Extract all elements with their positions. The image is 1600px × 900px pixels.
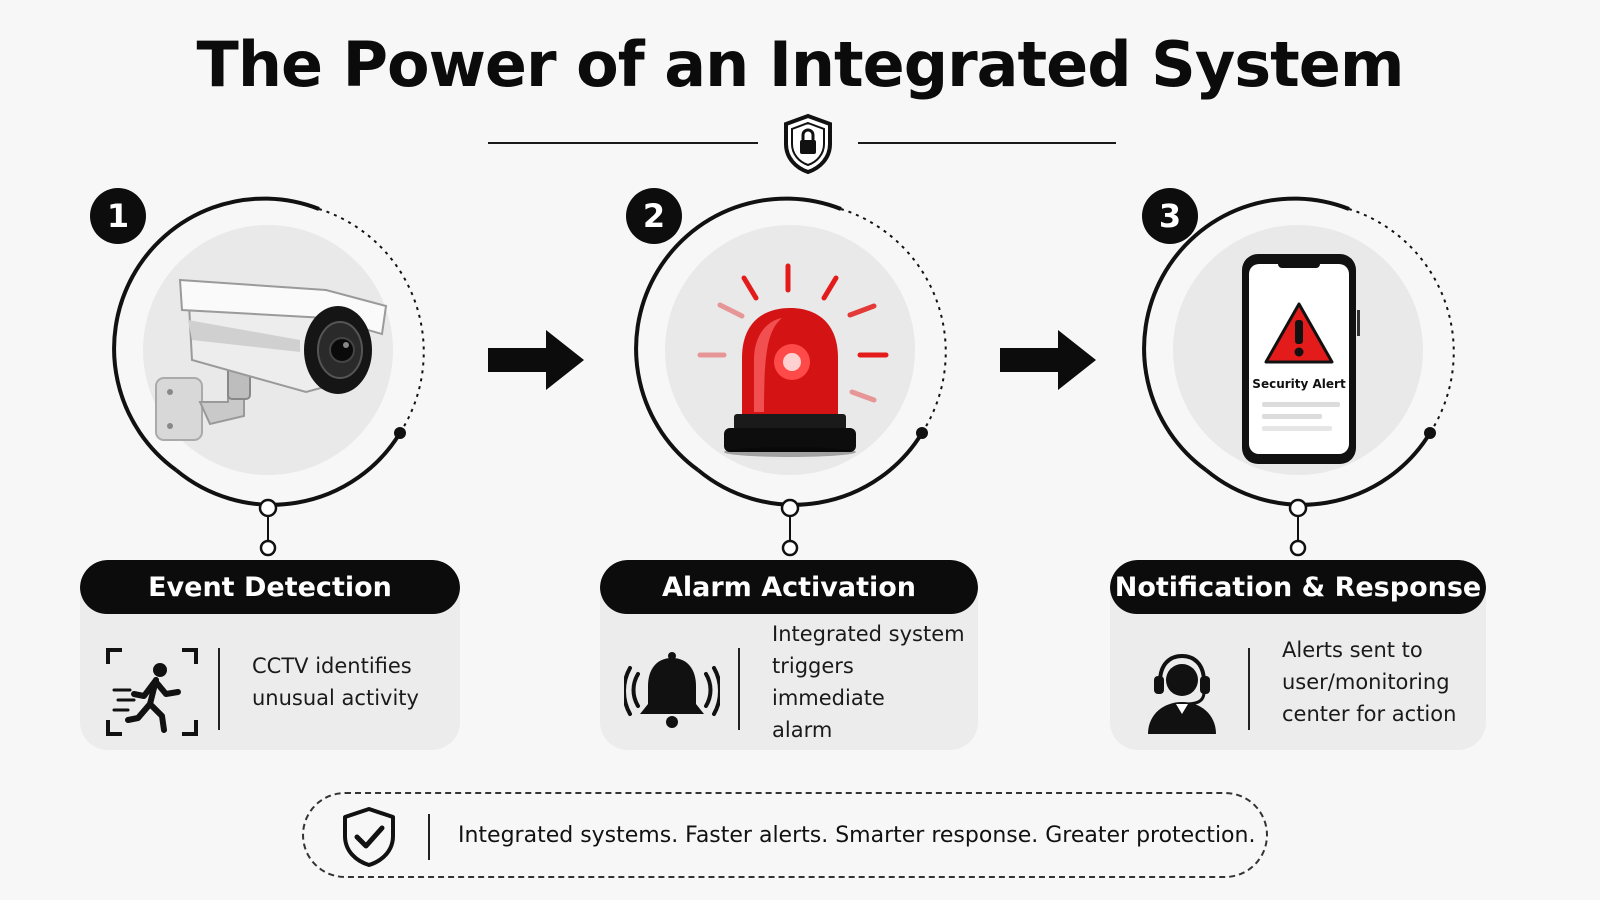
- shield-lock-icon: [784, 113, 832, 175]
- step-card-notification-response: Notification & Response Alerts sent to u…: [1110, 560, 1486, 750]
- step-2-diagram: [634, 196, 947, 557]
- card-divider: [738, 648, 740, 730]
- step-3-diagram: Security Alert: [1142, 196, 1455, 557]
- step-2-number-badge: 2: [626, 188, 682, 244]
- smartphone-alert-illustration: Security Alert: [1242, 254, 1360, 464]
- title-divider-left: [488, 142, 758, 144]
- ringing-bell-icon: [624, 652, 720, 728]
- card-divider: [218, 648, 220, 730]
- motion-detection-icon: [106, 648, 198, 736]
- page-title: The Power of an Integrated System: [196, 28, 1405, 101]
- footer-tagline: Integrated systems. Faster alerts. Smart…: [458, 822, 1256, 848]
- arrow-right-icon: [488, 330, 584, 390]
- step-2-heading: Alarm Activation: [600, 560, 978, 614]
- support-agent-icon: [1148, 653, 1216, 734]
- arrow-right-icon: [1000, 330, 1096, 390]
- step-card-alarm-activation: Alarm Activation Integrated system trigg…: [600, 560, 978, 750]
- step-3-number-badge: 3: [1142, 188, 1198, 244]
- footer-divider: [428, 814, 430, 860]
- step-card-event-detection: Event Detection CCTV identifies unusual …: [80, 560, 460, 750]
- phone-alert-label: Security Alert: [1252, 377, 1346, 391]
- step-3-description: Alerts sent to user/monitoring center fo…: [1282, 638, 1457, 726]
- card-divider: [1248, 648, 1250, 730]
- step-3-heading: Notification & Response: [1110, 560, 1486, 614]
- step-1-heading: Event Detection: [80, 560, 460, 614]
- shield-check-icon: [343, 807, 395, 867]
- step-1-diagram: [112, 196, 425, 557]
- cctv-camera-illustration: [155, 278, 388, 441]
- step-1-description: CCTV identifies unusual activity: [252, 654, 419, 710]
- step-2-description: Integrated system triggers immediate ala…: [772, 622, 965, 742]
- step-1-number-badge: 1: [90, 188, 146, 244]
- footer-tagline-box: Integrated systems. Faster alerts. Smart…: [302, 792, 1268, 878]
- title-divider-right: [858, 142, 1116, 144]
- red-alarm-siren-illustration: [697, 263, 889, 457]
